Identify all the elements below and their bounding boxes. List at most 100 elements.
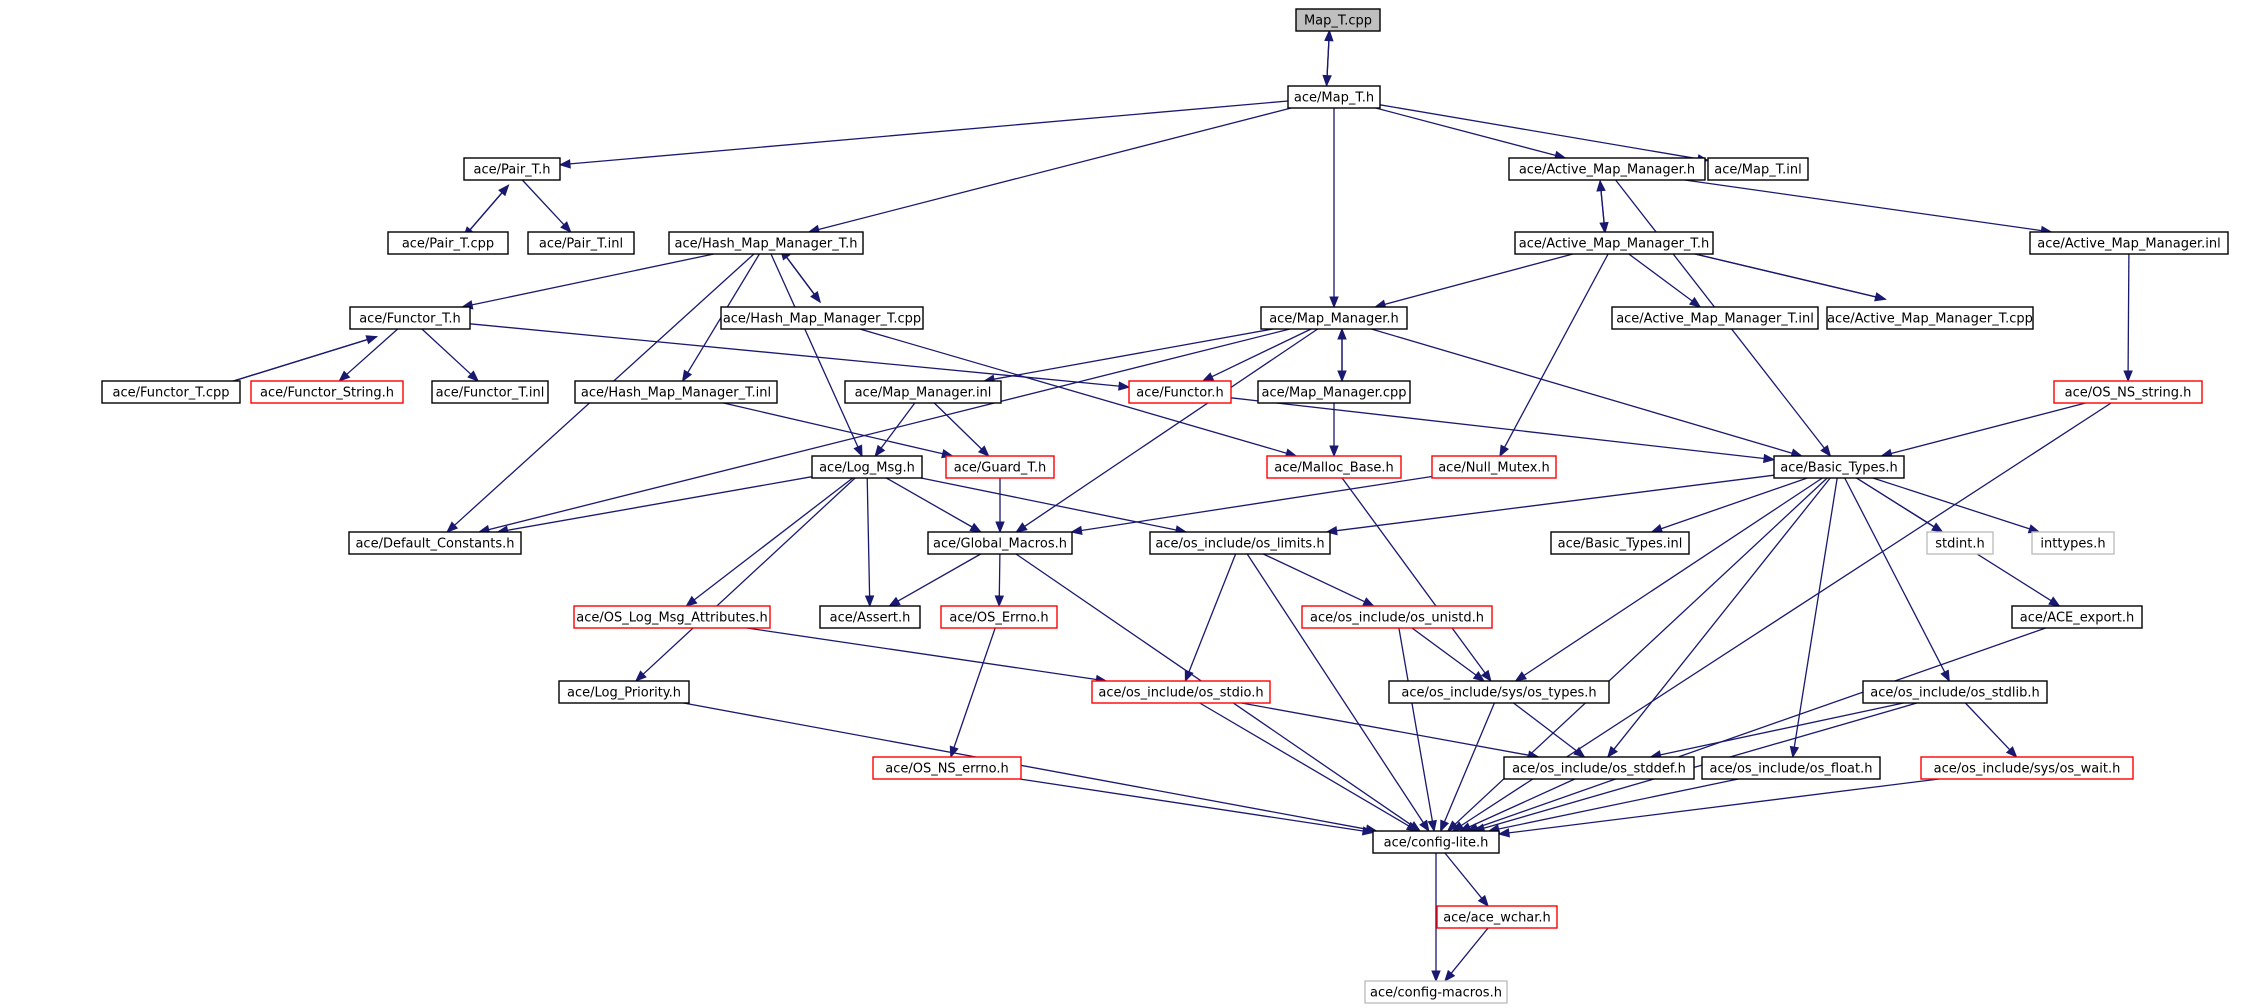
- edge-functor_t_h-to-functor_string_h: [338, 328, 399, 382]
- edge-line: [859, 328, 1287, 454]
- node-os-errno-h[interactable]: ace/OS_Errno.h: [940, 605, 1058, 629]
- edge-os_stdlib_h-to-sys_os_wait_h: [1964, 702, 2018, 758]
- node-active-map-manager-h[interactable]: ace/Active_Map_Manager.h: [1508, 157, 1706, 181]
- edge-line: [1024, 328, 1319, 527]
- node-pair-t-inl[interactable]: ace/Pair_T.inl: [527, 231, 635, 255]
- node-log-priority-h[interactable]: ace/Log_Priority.h: [558, 680, 690, 704]
- node-malloc-base-h[interactable]: ace/Malloc_Base.h: [1266, 455, 1402, 479]
- edge-arrowhead: [1184, 669, 1194, 683]
- node-box: [573, 605, 771, 629]
- edge-line: [488, 328, 1291, 531]
- node-os-stddef-h[interactable]: ace/os_include/os_stddef.h: [1503, 756, 1695, 780]
- node-box: [1920, 756, 2134, 780]
- node-map-manager-inl[interactable]: ace/Map_Manager.inl: [844, 380, 1002, 404]
- node-default-constants-h[interactable]: ace/Default_Constants.h: [348, 531, 522, 555]
- node-label: ace/os_include/sys/os_wait.h: [1934, 762, 2121, 777]
- edge-arrowhead: [1201, 372, 1215, 382]
- node-label: ace/os_include/os_unistd.h: [1310, 611, 1484, 626]
- edge-line: [1411, 627, 1477, 676]
- edge-arrowhead: [977, 445, 990, 457]
- node-box: [819, 605, 921, 629]
- node-config-lite-h[interactable]: ace/config-lite.h: [1372, 830, 1500, 854]
- node-box: [2031, 531, 2115, 555]
- node-label: ace/ace_wchar.h: [1443, 911, 1551, 926]
- node-label: ace/Pair_T.h: [474, 163, 551, 178]
- node-active-map-manager-t-h[interactable]: ace/Active_Map_Manager_T.h: [1514, 231, 1714, 255]
- node-os-ns-string-h[interactable]: ace/OS_NS_string.h: [2053, 380, 2203, 404]
- node-sys-os-types-h[interactable]: ace/os_include/sys/os_types.h: [1388, 680, 1610, 704]
- node-functor-t-inl[interactable]: ace/Functor_T.inl: [431, 380, 549, 404]
- node-box: [2053, 380, 2203, 404]
- node-pair-t-cpp[interactable]: ace/Pair_T.cpp: [387, 231, 509, 255]
- edge-line: [1508, 778, 1940, 834]
- node-basic-types-h[interactable]: ace/Basic_Types.h: [1773, 455, 1905, 479]
- node-map-t-h[interactable]: ace/Map_T.h: [1287, 85, 1381, 109]
- node-map-manager-h[interactable]: ace/Map_Manager.h: [1260, 306, 1408, 330]
- node-hash-map-manager-t-inl[interactable]: ace/Hash_Map_Manager_T.inl: [574, 380, 778, 404]
- node-box: [1773, 455, 1905, 479]
- node-box: [668, 231, 864, 255]
- edge-os_ns_string_h-to-basic_types_h: [1880, 402, 2086, 458]
- node-map-t-inl[interactable]: ace/Map_T.inl: [1707, 157, 1809, 181]
- node-null-mutex-h[interactable]: ace/Null_Mutex.h: [1431, 455, 1557, 479]
- node-basic-types-inl[interactable]: ace/Basic_Types.inl: [1550, 531, 1690, 555]
- node-stdint-h[interactable]: stdint.h: [1926, 531, 1994, 555]
- node-label: ace/Active_Map_Manager.inl: [2037, 237, 2221, 252]
- node-active-map-manager-t-inl[interactable]: ace/Active_Map_Manager_T.inl: [1611, 306, 1819, 330]
- edge-os_limits_h-to-os_stdio_h: [1184, 553, 1237, 683]
- node-hash-map-manager-t-cpp[interactable]: ace/Hash_Map_Manager_T.cpp: [720, 306, 924, 330]
- node-map-t-cpp[interactable]: Map_T.cpp: [1295, 8, 1381, 32]
- edge-line: [1671, 247, 1886, 300]
- node-active-map-manager-t-cpp[interactable]: ace/Active_Map_Manager_T.cpp: [1826, 306, 2034, 330]
- node-guard-t-h[interactable]: ace/Guard_T.h: [945, 455, 1055, 479]
- node-functor-t-cpp[interactable]: ace/Functor_T.cpp: [101, 380, 241, 404]
- edge-line: [1325, 40, 1330, 86]
- node-active-map-manager-inl[interactable]: ace/Active_Map_Manager.inl: [2029, 231, 2229, 255]
- edge-map_manager_cpp-to-map_manager_h: [1337, 327, 1347, 381]
- node-label: ace/Guard_T.h: [954, 461, 1046, 476]
- node-map-manager-cpp[interactable]: ace/Map_Manager.cpp: [1257, 380, 1411, 404]
- node-os-stdio-h[interactable]: ace/os_include/os_stdio.h: [1091, 680, 1271, 704]
- edge-line: [897, 553, 982, 602]
- edge-map_t_h-to-map_manager_h: [1329, 108, 1339, 309]
- edge-arrowhead: [1427, 819, 1437, 833]
- edge-arrowhead: [498, 184, 510, 197]
- node-hash-map-manager-t-h[interactable]: ace/Hash_Map_Manager_T.h: [668, 231, 864, 255]
- node-label: ace/os_include/os_limits.h: [1155, 537, 1324, 552]
- node-ace-wchar-h[interactable]: ace/ace_wchar.h: [1436, 905, 1558, 929]
- edge-line: [1241, 702, 1529, 756]
- edge-arrowhead: [338, 370, 351, 382]
- edge-basic_types_h-to-sys_os_types_h: [1514, 477, 1823, 682]
- node-os-log-msg-attributes-h[interactable]: ace/OS_Log_Msg_Attributes.h: [573, 605, 771, 629]
- node-pair-t-h[interactable]: ace/Pair_T.h: [463, 157, 561, 181]
- edge-os_stddef_h-to-config_lite_h: [1458, 778, 1576, 832]
- edge-line: [723, 402, 943, 455]
- node-functor-h[interactable]: ace/Functor.h: [1128, 380, 1232, 404]
- node-os-float-h[interactable]: ace/os_include/os_float.h: [1701, 756, 1881, 780]
- node-os-unistd-h[interactable]: ace/os_include/os_unistd.h: [1301, 605, 1493, 629]
- node-os-stdlib-h[interactable]: ace/os_include/os_stdlib.h: [1862, 680, 2048, 704]
- edge-config_lite_h-to-config_macros_h: [1431, 853, 1441, 983]
- edge-line: [1684, 179, 2042, 232]
- node-os-ns-errno-h[interactable]: ace/OS_NS_errno.h: [872, 756, 1022, 780]
- node-ace-export-h[interactable]: ace/ACE_export.h: [2011, 605, 2143, 629]
- edge-arrowhead: [874, 444, 886, 458]
- node-sys-os-wait-h[interactable]: ace/os_include/sys/os_wait.h: [1920, 756, 2134, 780]
- node-config-macros-h[interactable]: ace/config-macros.h: [1364, 980, 1508, 1004]
- edge-line: [1371, 328, 1793, 454]
- edge-line: [1188, 553, 1237, 672]
- edge-guard_t_h-to-global_macros_h: [995, 478, 1005, 534]
- node-label: ace/Pair_T.inl: [539, 237, 623, 252]
- edge-arrowhead: [1325, 526, 1338, 536]
- node-functor-string-h[interactable]: ace/Functor_String.h: [250, 380, 404, 404]
- node-functor-t-h[interactable]: ace/Functor_T.h: [349, 306, 471, 330]
- node-label: ace/Functor_T.inl: [436, 386, 545, 401]
- edge-functor_t_h-to-functor_t_inl: [421, 328, 480, 382]
- edge-line: [1613, 477, 1831, 750]
- node-os-limits-h[interactable]: ace/os_include/os_limits.h: [1149, 531, 1331, 555]
- node-assert-h[interactable]: ace/Assert.h: [819, 605, 921, 629]
- node-global-macros-h[interactable]: ace/Global_Macros.h: [927, 531, 1073, 555]
- node-inttypes-h[interactable]: inttypes.h: [2031, 531, 2115, 555]
- edge-arrowhead: [1497, 828, 1510, 838]
- node-log-msg-h[interactable]: ace/Log_Msg.h: [811, 455, 923, 479]
